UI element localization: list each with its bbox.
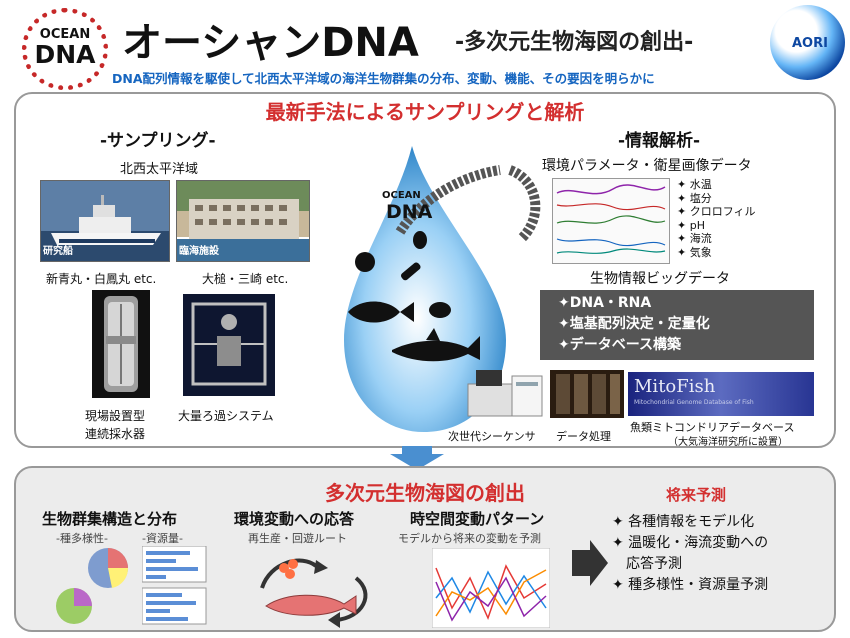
water-drop-illustration: OCEAN DNA — [344, 146, 541, 432]
down-arrow-icon — [390, 446, 444, 470]
aori-logo-text: AORI — [792, 36, 828, 51]
mitofish-caption: 魚類ミトコンドリアデータベース — [630, 421, 795, 434]
env-data-heading: 環境パラメータ・衛星画像データ — [542, 158, 752, 174]
server-rack-icon — [556, 374, 620, 414]
research-vessel-tag: 研究船 — [43, 246, 73, 257]
env-item: ✦ 塩分 — [677, 191, 712, 205]
mitofish-banner: MitoFish Mitochondrial Genome Database o… — [628, 372, 814, 416]
in-situ-sampler-photo — [92, 290, 150, 398]
page-tagline: DNA配列情報を駆使して北西太平洋域の海洋生物群集の分布、変動、機能、その要因を… — [112, 71, 655, 86]
future-item: 応答予測 — [612, 556, 682, 572]
filtration-system-photo — [183, 294, 275, 396]
sequencer-photo — [460, 366, 546, 418]
timeseries-lines — [553, 179, 669, 263]
coastal-station-photo: 臨海施設 — [176, 180, 310, 262]
env-item: ✦ 水温 — [677, 178, 712, 191]
dna-helix-icon — [395, 165, 541, 242]
ocean-dna-logo: OCEAN DNA — [22, 8, 108, 90]
right-arrow-icon — [572, 540, 608, 586]
egg-icon — [285, 569, 295, 579]
data-processing-caption: データ処理 — [556, 430, 611, 443]
mitofish-subtitle: Mitochondrial Genome Database of Fish — [634, 399, 754, 406]
sequencer-icon — [467, 370, 543, 417]
drop-logo-bottom: DNA — [386, 201, 433, 223]
ship-icon — [41, 181, 169, 261]
fish-icon — [348, 301, 414, 323]
aori-logo: AORI — [770, 5, 845, 80]
abundance-subheading: -資源量- — [142, 532, 183, 545]
sampling-region: 北西太平洋域 — [120, 162, 199, 177]
abundance-bar-icons — [142, 546, 207, 625]
mitofish-note: （大気海洋研究所に設置） — [668, 437, 788, 448]
diversity-subheading: -種多様性- — [56, 532, 108, 545]
filtration-system-caption: 大量ろ過システム — [178, 409, 274, 423]
future-prediction-list: ✦ 各種情報をモデル化 ✦ 温暖化・海流変動への 応答予測 ✦ 種多様性・資源量… — [612, 512, 768, 596]
variation-line-chart — [432, 548, 550, 628]
env-response-heading: 環境変動への応答 — [234, 510, 355, 528]
future-prediction-heading: 将来予測 — [666, 486, 727, 504]
spatiotemporal-heading: 時空間変動パターン — [410, 510, 545, 528]
env-parameter-list: ✦ 水温 ✦ 塩分 ✦ クロロフィル ✦ pH ✦ 海流 ✦ 気象 — [677, 178, 756, 260]
page-subtitle: -多次元生物海図の創出- — [455, 30, 694, 55]
future-item: ✦ 各種情報をモデル化 — [612, 514, 755, 530]
sequencer-caption: 次世代シーケンサ — [448, 430, 536, 443]
logo-bottom-text: DNA — [34, 40, 96, 69]
bio-item: ✦DNA・RNA — [558, 295, 652, 311]
shark-icon — [392, 328, 480, 362]
small-fish-icon — [429, 302, 451, 318]
egg-icon — [288, 559, 298, 569]
bio-bigdata-heading: 生物情報ビッグデータ — [590, 271, 730, 287]
copepod-icon — [413, 231, 427, 249]
env-item: ✦ pH — [677, 218, 705, 232]
community-structure-heading: 生物群集構造と分布 — [42, 510, 178, 528]
in-situ-sampler-caption-1: 現場設置型 — [85, 409, 146, 423]
migration-cycle-illustration — [260, 558, 368, 628]
page-title: オーシャンDNA — [122, 20, 419, 66]
data-processing-photo — [550, 370, 624, 418]
logo-top-text: OCEAN — [39, 27, 91, 42]
organism-silhouettes — [348, 231, 480, 362]
diversity-pie-icons — [56, 548, 129, 624]
sampling-heading: -サンプリング- — [100, 131, 216, 151]
env-item: ✦ クロロフィル — [677, 205, 756, 219]
cycle-arrow-icon — [335, 576, 368, 622]
top-panel-title: 最新手法によるサンプリングと解析 — [265, 100, 585, 124]
larva-icon — [400, 262, 421, 281]
research-vessel-photo: 研究船 — [40, 180, 170, 262]
research-vessel-caption: 新青丸・白鳳丸 etc. — [46, 272, 157, 286]
coastal-station-caption: 大槌・三崎 etc. — [202, 272, 289, 286]
building-icon — [177, 181, 309, 261]
plankton-icon — [355, 252, 375, 272]
future-item: ✦ 種多様性・資源量予測 — [612, 577, 769, 593]
spatiotemporal-sub: モデルから将来の変動を予測 — [398, 532, 541, 545]
drop-shape — [344, 146, 506, 432]
water-sampler-icon — [104, 296, 138, 392]
env-timeseries-chart — [552, 178, 670, 264]
bio-bigdata-box: ✦DNA・RNA ✦塩基配列決定・定量化 ✦データベース構築 — [540, 290, 814, 360]
bottom-panel-title: 多次元生物海図の創出 — [325, 481, 525, 505]
bio-item: ✦データベース構築 — [558, 337, 682, 353]
coastal-station-tag: 臨海施設 — [179, 246, 219, 257]
filtration-frame-icon — [191, 302, 267, 386]
future-item: ✦ 温暖化・海流変動への — [612, 535, 769, 551]
in-situ-sampler-caption-2: 連続採水器 — [85, 427, 146, 441]
mitofish-title: MitoFish — [634, 376, 716, 397]
bio-item: ✦塩基配列決定・定量化 — [558, 316, 710, 332]
env-response-sub: 再生産・回遊ルート — [248, 532, 347, 545]
salmon-icon — [265, 594, 357, 616]
analysis-heading: -情報解析- — [618, 131, 701, 151]
drop-logo-top: OCEAN — [382, 190, 421, 201]
env-item: ✦ 海流 — [677, 232, 712, 246]
env-item: ✦ 気象 — [677, 245, 712, 259]
cycle-arrow-icon — [260, 558, 318, 589]
